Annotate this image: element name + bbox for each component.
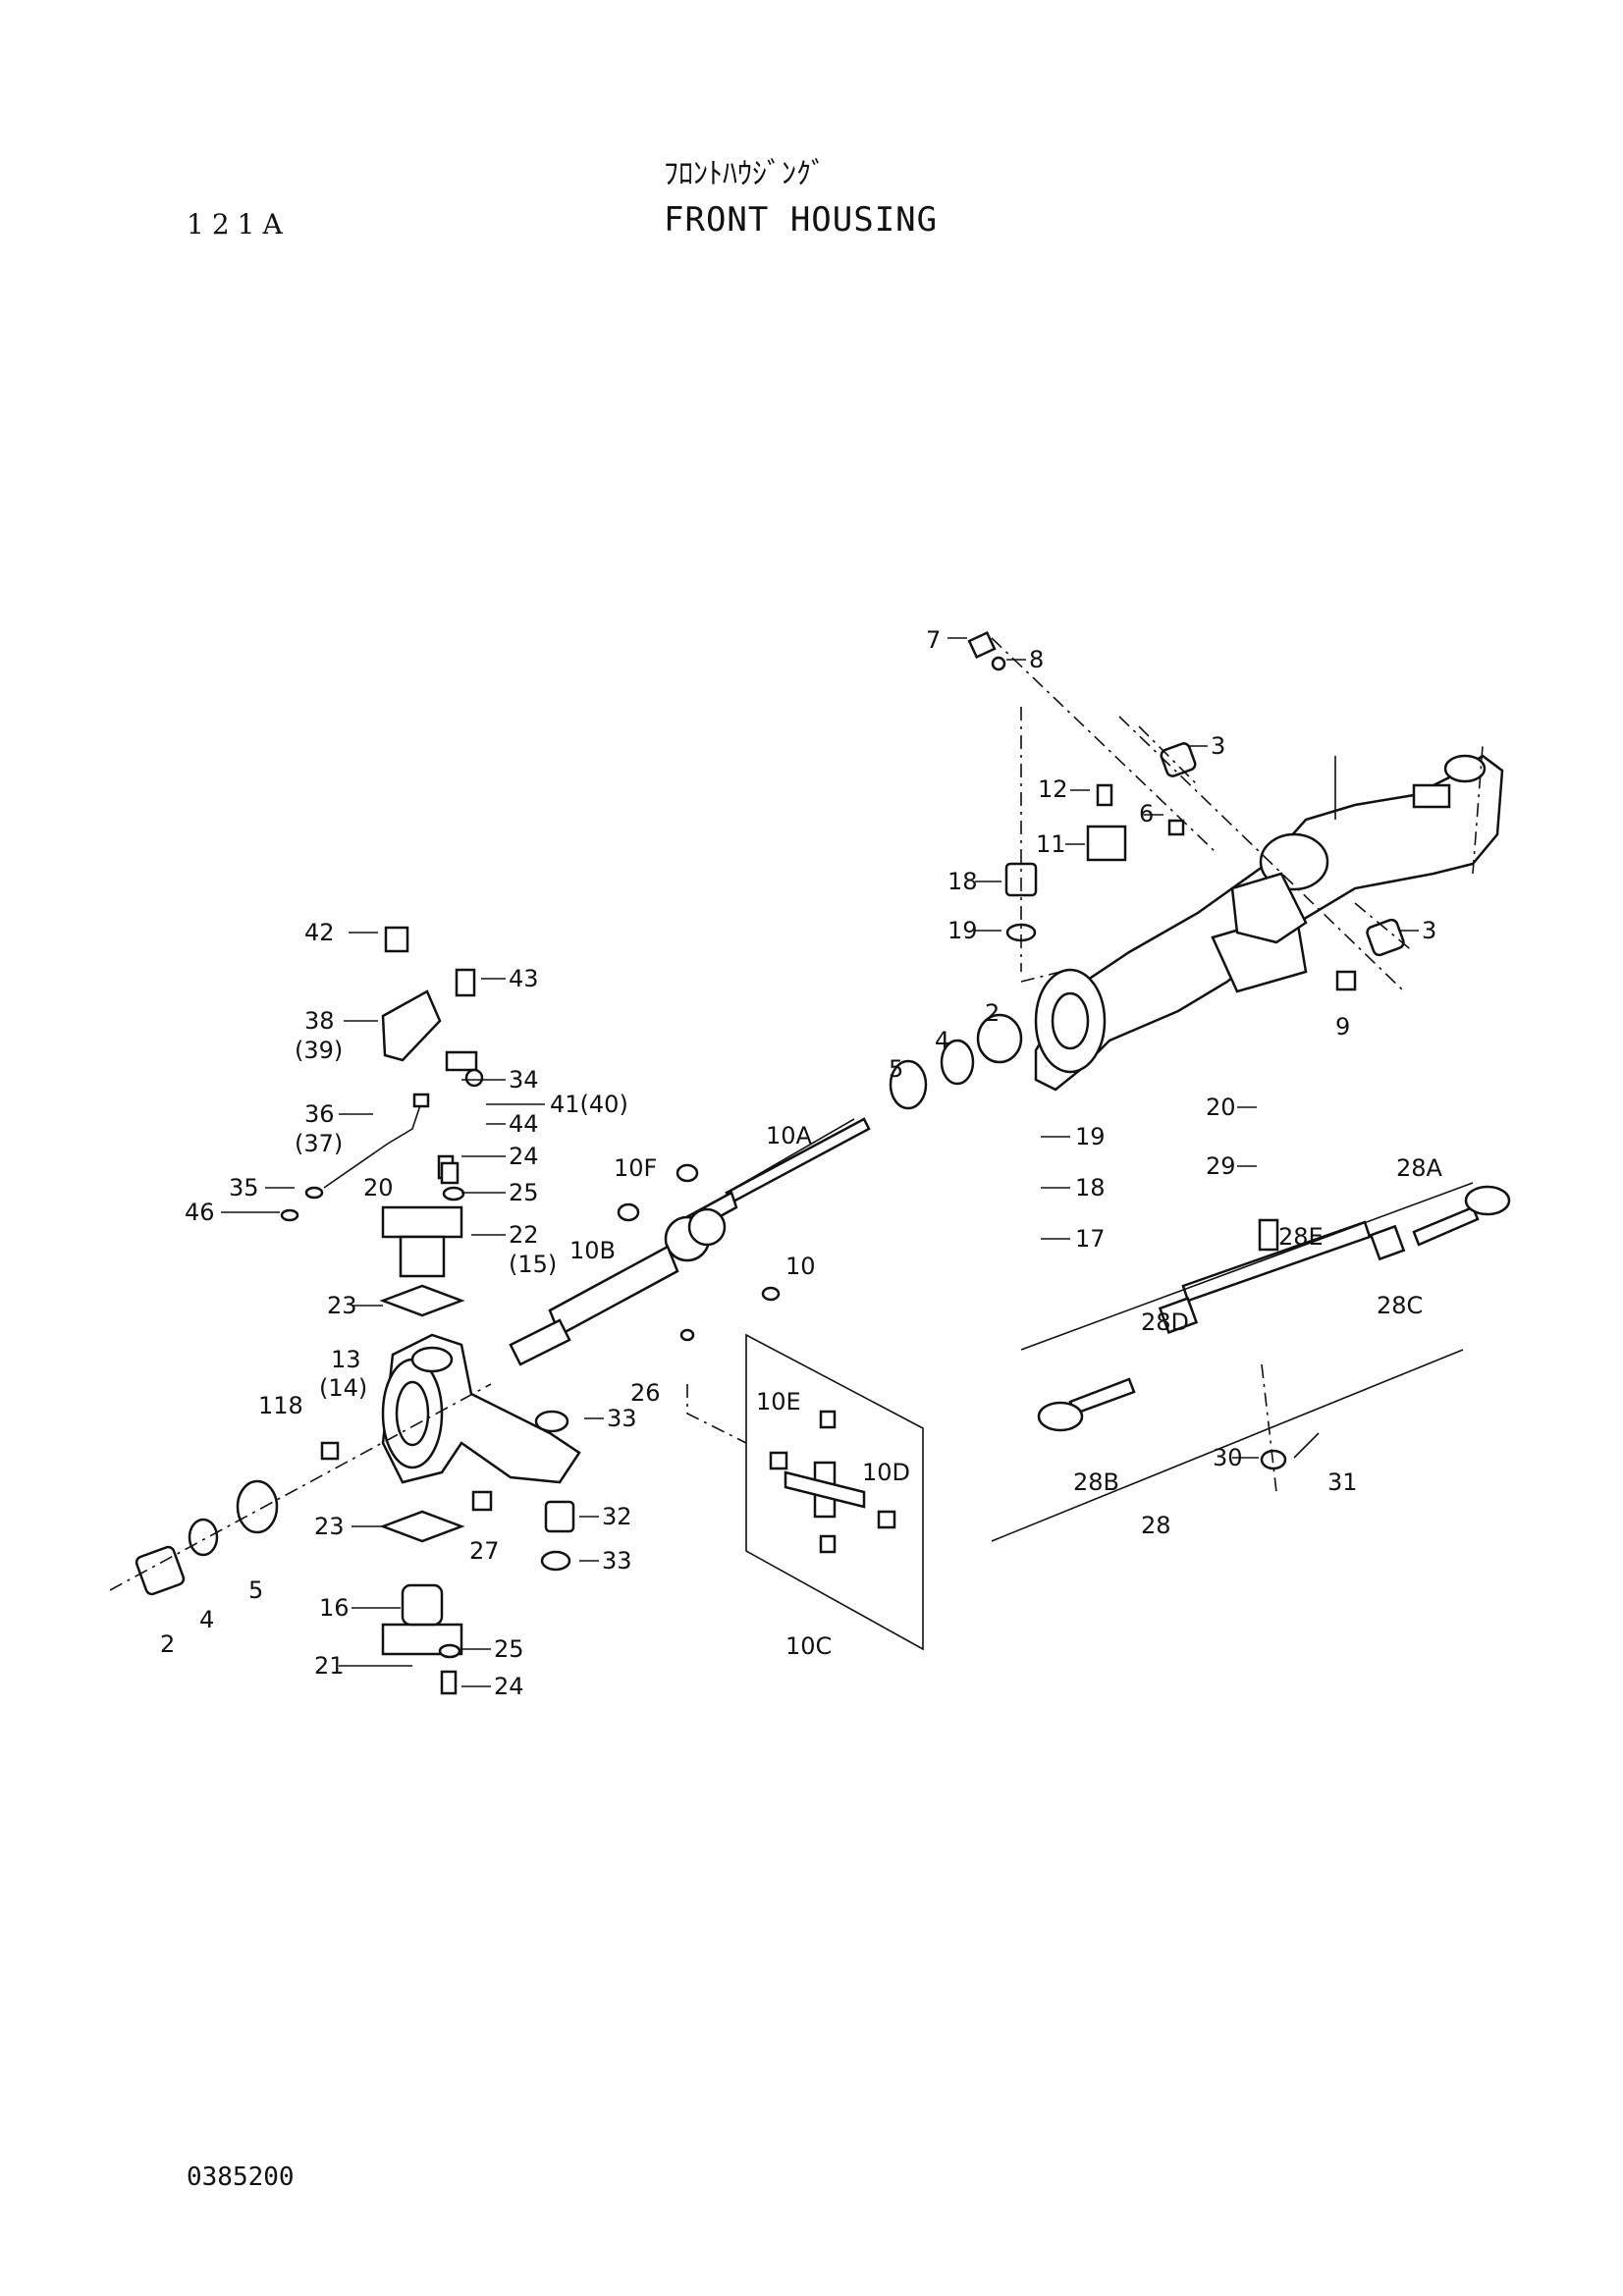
callout-10D: 10D	[862, 1459, 910, 1486]
callout-28E: 28E	[1278, 1223, 1324, 1251]
callout-29: 29	[1206, 1152, 1236, 1180]
callout-19: 19	[947, 917, 978, 944]
callout-13: 13	[331, 1346, 361, 1373]
callout-39: (39)	[295, 1037, 343, 1064]
page-number: 121A	[187, 208, 291, 240]
callout-3: 3	[1422, 917, 1436, 944]
callout-16: 16	[319, 1594, 350, 1622]
callout-23: 23	[314, 1513, 345, 1540]
callout-25: 25	[494, 1635, 524, 1663]
callout-27: 27	[469, 1537, 500, 1565]
callout-25: 25	[509, 1179, 539, 1206]
callout-28D: 28D	[1141, 1308, 1189, 1336]
callout-2: 2	[160, 1630, 175, 1658]
callout-5: 5	[248, 1576, 263, 1604]
callout-10: 10	[785, 1253, 816, 1280]
callout-20: 20	[363, 1174, 394, 1201]
callout-15: (15)	[509, 1251, 557, 1278]
callout-21: 21	[314, 1652, 345, 1680]
callout-10E: 10E	[756, 1388, 801, 1415]
callout-10B: 10B	[569, 1237, 616, 1264]
callout-7: 7	[926, 626, 941, 654]
callout-33: 33	[607, 1405, 637, 1432]
callout-20: 20	[1206, 1094, 1236, 1121]
callout-9: 9	[1335, 1013, 1350, 1041]
callout-24: 24	[509, 1143, 539, 1170]
callout-18: 18	[1075, 1174, 1106, 1201]
center-lines	[991, 637, 1484, 992]
tie-rod	[991, 1182, 1511, 1542]
callout-28: 28	[1141, 1512, 1171, 1539]
callout-43: 43	[509, 965, 539, 992]
callout-17: 17	[1075, 1225, 1106, 1253]
left-bushings	[109, 1383, 575, 1596]
callout-18: 18	[947, 868, 978, 895]
page-title: FRONT HOUSING	[664, 200, 939, 240]
callout-10A: 10A	[766, 1122, 813, 1149]
callout-labels: 7 8 3 3 12 6 11 18 19 9 2 4 5 10A 10F 10…	[160, 626, 1443, 1700]
callout-26: 26	[630, 1379, 661, 1407]
callout-22: 22	[509, 1221, 539, 1249]
callout-30: 30	[1213, 1444, 1243, 1471]
callout-14: (14)	[319, 1374, 367, 1402]
callout-23: 23	[327, 1292, 357, 1319]
callout-32: 32	[602, 1503, 632, 1530]
callout-10C: 10C	[785, 1632, 832, 1660]
steering-knuckle	[381, 1333, 581, 1484]
callout-24: 24	[494, 1673, 524, 1700]
callout-2: 2	[985, 999, 1000, 1027]
callout-28B: 28B	[1073, 1468, 1119, 1496]
callout-38: 38	[304, 1007, 335, 1035]
axle-housing	[1034, 754, 1504, 1092]
callout-31: 31	[1327, 1468, 1358, 1496]
callout-28A: 28A	[1396, 1154, 1443, 1182]
callout-4: 4	[199, 1606, 214, 1633]
callout-28C: 28C	[1377, 1292, 1423, 1319]
callout-37: (37)	[295, 1130, 343, 1157]
callout-19: 19	[1075, 1123, 1106, 1150]
callout-3: 3	[1211, 732, 1225, 760]
callout-41: 41(40)	[550, 1091, 628, 1118]
callout-118: 118	[258, 1392, 303, 1419]
callout-11: 11	[1036, 830, 1066, 858]
callout-8: 8	[1029, 646, 1044, 673]
drive-shaft	[509, 1117, 871, 1366]
callout-34: 34	[509, 1066, 539, 1094]
king-pin-parts	[379, 1154, 465, 1695]
callout-46: 46	[185, 1199, 215, 1226]
callout-4: 4	[935, 1027, 949, 1054]
callout-6: 6	[1139, 800, 1154, 828]
title-japanese: ﾌﾛﾝﾄﾊｳｼﾞﾝｸﾞ	[664, 157, 826, 191]
callout-10F: 10F	[614, 1154, 657, 1182]
sensor-parts	[280, 926, 484, 1222]
callout-12: 12	[1038, 775, 1068, 803]
callout-42: 42	[304, 919, 335, 946]
callout-33: 33	[602, 1547, 632, 1575]
callout-36: 36	[304, 1100, 335, 1128]
document-code: 0385200	[187, 2163, 295, 2192]
leader-lines	[221, 637, 1419, 1687]
spider-box	[686, 1333, 924, 1651]
callout-35: 35	[229, 1174, 259, 1201]
callout-44: 44	[509, 1110, 539, 1138]
callout-5: 5	[889, 1055, 903, 1083]
